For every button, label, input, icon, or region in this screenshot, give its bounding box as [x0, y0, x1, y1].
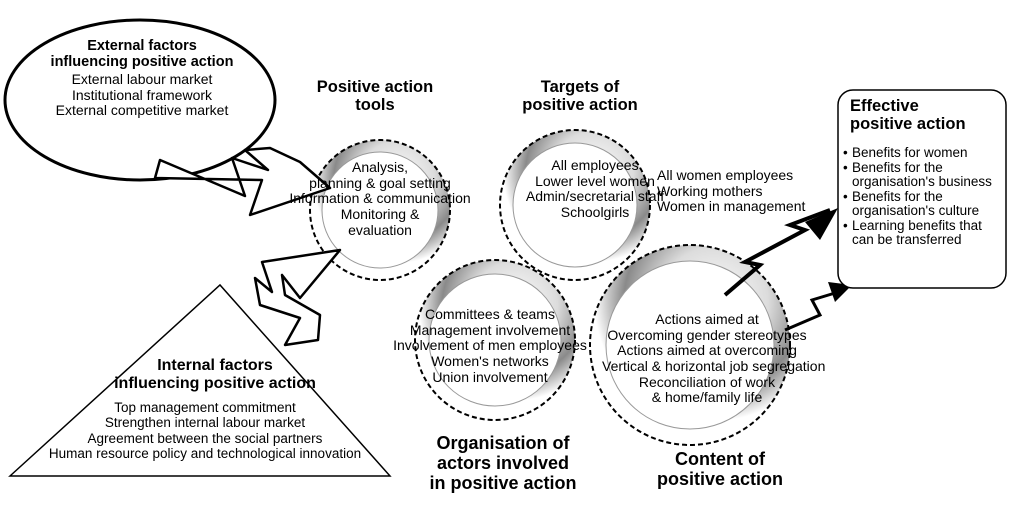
targets-title: Targets of positive action: [522, 78, 638, 115]
external-item: External competitive market: [55, 102, 229, 119]
content-item: Overcoming gender stereotypes: [607, 326, 807, 343]
internal-item: Top management commitment: [114, 400, 296, 415]
organisation-item: Women's networks: [431, 353, 549, 370]
external-factors-ellipse: [3, 18, 277, 182]
arrow-to-effective-upper: [723, 208, 831, 297]
targets-items-right: All women employees Working mothers Wome…: [657, 167, 827, 215]
content-item: Reconciliation of work: [638, 373, 776, 390]
targets-item: Schoolgirls: [560, 204, 630, 221]
content-item: Actions aimed at: [655, 311, 759, 327]
organisation-title: Organisation of actors involved in posit…: [429, 433, 577, 494]
tools-item: evaluation: [348, 221, 412, 238]
content-item: Actions aimed at overcoming: [617, 342, 797, 359]
content-item: Vertical & horizontal job segregation: [602, 358, 826, 375]
effective-bullets: Benefits for women Benefits for theorgan…: [843, 145, 1008, 248]
internal-item: Agreement between the social partners: [87, 430, 323, 446]
tools-item: Analysis,: [351, 159, 409, 175]
targets-right-item: Women in management: [657, 198, 806, 215]
targets-item: Lower level women: [535, 172, 655, 189]
internal-item: Human resource policy and technological …: [48, 445, 362, 461]
content-title: Content of positive action: [656, 449, 784, 490]
targets-item: Admin/secretarial staff: [525, 188, 665, 205]
organisation-item: Involvement of men employees: [393, 337, 587, 354]
organisation-item: Committees & teams: [425, 306, 555, 322]
targets-item: All employees: [551, 157, 639, 173]
internal-item: Strengthen internal labour market: [104, 415, 306, 431]
targets-items: All employees Lower level women Admin/se…: [515, 157, 675, 221]
internal-title: Internal factors influencing positive ac…: [114, 357, 316, 392]
gear-content: [589, 244, 791, 446]
tools-item: Monitoring &: [340, 206, 420, 223]
tools-item: Information & communication: [289, 190, 471, 207]
targets-right-item: Working mothers: [657, 182, 763, 199]
arrow-to-effective-lower: [784, 288, 846, 332]
tools-title: Positive action tools: [316, 78, 434, 115]
effective-title: Effective positive action: [850, 97, 966, 134]
arrow-internal-to-tools: [253, 248, 342, 347]
organisation-items: Committees & teams Management involvemen…: [385, 306, 595, 385]
gear-targets: [499, 129, 651, 281]
content-item: & home/family life: [651, 389, 763, 406]
internal-factors-triangle: [8, 283, 392, 477]
organisation-item: Management involvement: [409, 321, 571, 338]
effective-bullet: Benefits for women: [843, 145, 1008, 161]
external-title: External factors influencing positive ac…: [50, 38, 234, 71]
arrow-external-to-tools: [153, 146, 332, 217]
external-items: External labour market Institutional fra…: [42, 71, 242, 119]
gear-tools: [309, 139, 451, 281]
tools-item: planning & goal setting: [309, 174, 451, 191]
external-item: Institutional framework: [71, 86, 213, 103]
external-item: External labour market: [71, 71, 213, 87]
organisation-item: Union involvement: [432, 368, 548, 385]
targets-right-item: All women employees: [657, 167, 794, 183]
tools-items: Analysis, planning & goal setting Inform…: [285, 159, 475, 238]
internal-items: Top management commitment Strengthen int…: [20, 400, 390, 461]
gear-organisation: [414, 259, 576, 421]
content-items: Actions aimed at Overcoming gender stere…: [602, 311, 826, 406]
